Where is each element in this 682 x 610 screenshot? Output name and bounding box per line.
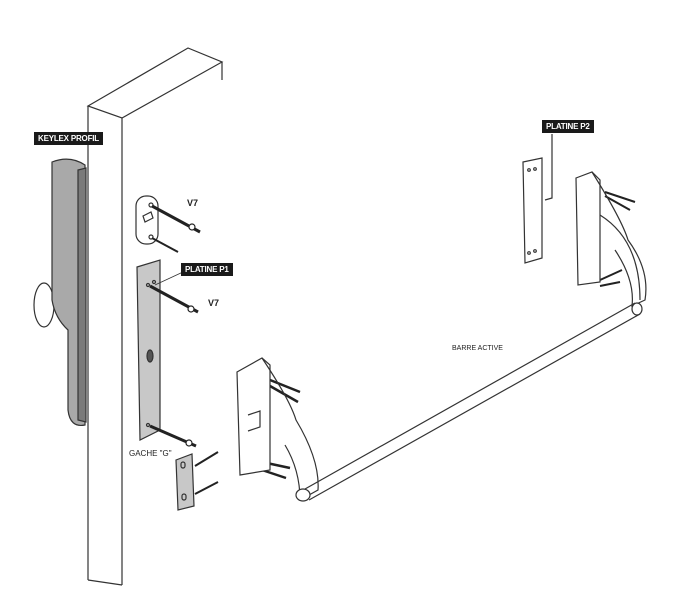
gache-label: GACHE "G" xyxy=(129,449,172,458)
v7-label-top: V7 xyxy=(187,198,199,208)
platine-p1 xyxy=(136,259,161,441)
cylinder-plate xyxy=(135,195,159,245)
right-bracket xyxy=(575,171,647,307)
barre-active-label: BARRE ACTIVE xyxy=(452,345,503,352)
platine-p2-label: PLATINE P2 xyxy=(542,120,594,133)
platine-p2 xyxy=(522,134,553,264)
v7-label-mid: V7 xyxy=(208,298,220,308)
gache-g xyxy=(175,453,195,511)
active-bar xyxy=(304,302,643,501)
platine-p1-label: PLATINE P1 xyxy=(181,263,233,276)
screws xyxy=(149,191,636,495)
keylex-profil-label: KEYLEX PROFIL xyxy=(34,132,103,145)
left-bracket xyxy=(236,357,319,502)
keylex-handle xyxy=(33,158,87,427)
door xyxy=(86,47,224,586)
